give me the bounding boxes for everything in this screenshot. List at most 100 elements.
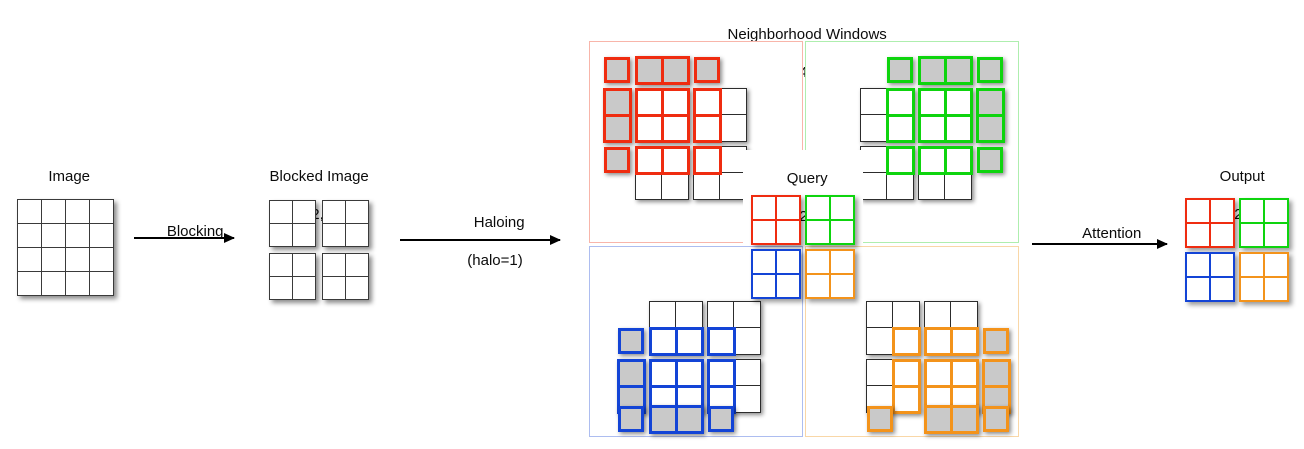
query-tile-green — [804, 194, 856, 246]
image-cell — [88, 198, 114, 224]
query-cell — [804, 248, 832, 276]
output-tile-green — [1238, 197, 1290, 249]
window-cell — [949, 326, 979, 356]
block-cell — [344, 275, 369, 300]
window-cell — [866, 301, 894, 329]
window-cell — [943, 145, 973, 175]
block-cell — [321, 199, 346, 224]
blocked-image-block — [321, 252, 369, 300]
block-cell — [268, 199, 293, 224]
query-cell — [828, 194, 856, 222]
block-cell — [344, 222, 369, 247]
halo-pad-cell — [975, 87, 1005, 117]
image-cell — [16, 222, 42, 248]
window-cell — [660, 87, 690, 117]
neighborhood-label: Neighborhood Windows — [727, 26, 887, 43]
halo-pad-cell — [660, 55, 690, 85]
window-cell — [634, 145, 664, 175]
window-cell — [949, 358, 979, 388]
output-tile-blue — [1184, 251, 1236, 303]
window-cell — [917, 145, 947, 175]
window-cell — [866, 359, 894, 387]
window-cell — [943, 113, 973, 143]
neighborhood-block — [692, 87, 747, 143]
halo-pad-pair — [648, 404, 704, 434]
window-cell — [885, 145, 915, 175]
query-cell — [804, 272, 832, 300]
window-cell — [660, 145, 690, 175]
neighborhood-block — [706, 358, 761, 414]
window-cell — [860, 114, 888, 142]
window-cell — [733, 301, 761, 329]
halo-pad-cell — [977, 57, 1003, 83]
window-cell — [892, 301, 920, 329]
haloing-arrow-caption: Haloing (halo=1) — [430, 194, 560, 289]
query-cell — [750, 248, 778, 276]
query-cell — [774, 272, 802, 300]
block-cell — [344, 252, 369, 277]
halo-pad-cell — [618, 328, 644, 354]
window-cell — [692, 145, 722, 175]
block-cell — [268, 252, 293, 277]
halo-pad-cell — [602, 87, 632, 117]
halo-pad-cell — [981, 358, 1011, 388]
neighborhood-block — [706, 301, 761, 356]
output-cell — [1262, 275, 1290, 303]
image-cell — [40, 198, 66, 224]
block-cell — [321, 275, 346, 300]
window-cell — [634, 113, 664, 143]
window-cell — [950, 301, 978, 329]
block-cell — [291, 275, 316, 300]
output-cell — [1262, 197, 1290, 225]
query-cell — [828, 218, 856, 246]
output-cell — [1238, 251, 1266, 279]
neighborhood-block — [860, 145, 915, 200]
halo-pad-pair — [981, 358, 1011, 414]
neighborhood-block — [692, 145, 747, 200]
window-cell — [660, 113, 690, 143]
query-cell — [750, 272, 778, 300]
window-cell — [674, 326, 704, 356]
image-cell — [40, 270, 66, 296]
halo-pad-cell — [949, 404, 979, 434]
neighborhood-block — [866, 301, 921, 356]
query-cell — [804, 194, 832, 222]
image-cell — [40, 222, 66, 248]
halo-pad-cell — [975, 113, 1005, 143]
output-cell — [1184, 251, 1212, 279]
block-cell — [291, 222, 316, 247]
window-cell — [674, 358, 704, 388]
halo-pad-pair — [917, 55, 973, 85]
halo-pad-cell — [887, 57, 913, 83]
halo-pad-cell — [943, 55, 973, 85]
output-cell — [1238, 197, 1266, 225]
window-cell — [719, 88, 747, 116]
window-cell — [885, 87, 915, 117]
halo-pad-cell — [708, 406, 734, 432]
query-cell — [804, 218, 832, 246]
image-cell — [16, 198, 42, 224]
block-cell — [344, 199, 369, 224]
blocked-image-block — [321, 199, 369, 247]
window-cell — [719, 146, 747, 174]
window-cell — [860, 172, 888, 200]
neighborhood-block — [917, 87, 973, 143]
block-cell — [291, 252, 316, 277]
window-cell — [860, 146, 888, 174]
image-cell — [64, 222, 90, 248]
output-cell — [1208, 251, 1236, 279]
window-cell — [917, 87, 947, 117]
attention-arrow-icon — [1032, 243, 1167, 245]
halo-pad-cell — [616, 358, 646, 388]
output-cell — [1208, 275, 1236, 303]
window-cell — [885, 113, 915, 143]
query-cell — [750, 218, 778, 246]
halo-pad-cell — [977, 147, 1003, 173]
image-cell — [64, 246, 90, 272]
halo-pad-cell — [634, 55, 664, 85]
image-cell — [88, 222, 114, 248]
halo-pad-cell — [923, 404, 953, 434]
halo-pad-pair — [975, 87, 1005, 143]
halo-pad-cell — [983, 328, 1009, 354]
halo-pad-cell — [983, 406, 1009, 432]
